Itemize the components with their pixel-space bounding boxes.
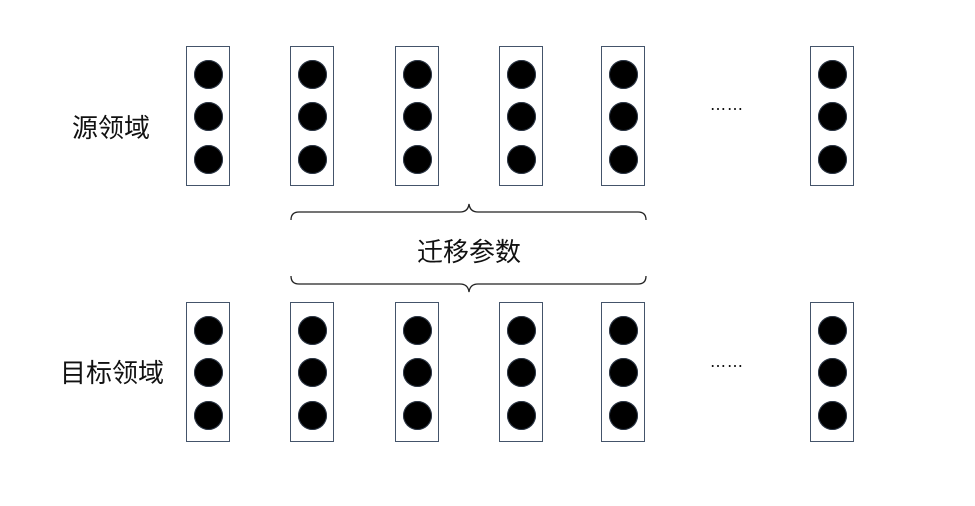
- source-domain-label: 源领域: [72, 114, 151, 144]
- neuron-dot: [507, 60, 536, 89]
- neuron-dot: [609, 358, 638, 387]
- neuron-dot: [818, 316, 847, 345]
- target-neuron-column: [395, 302, 439, 442]
- neuron-dot: [298, 60, 327, 89]
- neuron-dot: [403, 358, 432, 387]
- neuron-dot: [298, 145, 327, 174]
- top-curly-brace: [290, 203, 647, 221]
- neuron-dot: [818, 145, 847, 174]
- neuron-dot: [609, 60, 638, 89]
- source-neuron-column: [290, 46, 334, 186]
- neuron-dot: [609, 145, 638, 174]
- neuron-dot: [507, 102, 536, 131]
- neuron-dot: [609, 102, 638, 131]
- neuron-dot: [194, 316, 223, 345]
- neuron-dot: [609, 316, 638, 345]
- source-neuron-column: [601, 46, 645, 186]
- target-ellipsis: ……: [710, 352, 744, 371]
- source-neuron-column: [395, 46, 439, 186]
- target-neuron-column: [810, 302, 854, 442]
- neuron-dot: [298, 358, 327, 387]
- source-neuron-column: [499, 46, 543, 186]
- neuron-dot: [298, 102, 327, 131]
- neuron-dot: [194, 102, 223, 131]
- neuron-dot: [818, 358, 847, 387]
- bottom-curly-brace: [290, 275, 647, 293]
- neuron-dot: [507, 358, 536, 387]
- neuron-dot: [818, 401, 847, 430]
- target-neuron-column: [186, 302, 230, 442]
- neuron-dot: [507, 401, 536, 430]
- source-neuron-column: [810, 46, 854, 186]
- neuron-dot: [298, 316, 327, 345]
- neuron-dot: [609, 401, 638, 430]
- target-domain-label: 目标领域: [60, 359, 165, 389]
- target-neuron-column: [601, 302, 645, 442]
- neuron-dot: [403, 401, 432, 430]
- neuron-dot: [403, 145, 432, 174]
- target-neuron-column: [499, 302, 543, 442]
- neuron-dot: [194, 145, 223, 174]
- neuron-dot: [507, 316, 536, 345]
- neuron-dot: [403, 316, 432, 345]
- neuron-dot: [194, 401, 223, 430]
- neuron-dot: [403, 60, 432, 89]
- neuron-dot: [507, 145, 536, 174]
- neuron-dot: [194, 358, 223, 387]
- neuron-dot: [298, 401, 327, 430]
- transfer-parameters-label: 迁移参数: [417, 238, 522, 268]
- target-neuron-column: [290, 302, 334, 442]
- neuron-dot: [818, 102, 847, 131]
- source-ellipsis: ……: [710, 95, 744, 114]
- neuron-dot: [403, 102, 432, 131]
- neuron-dot: [194, 60, 223, 89]
- neuron-dot: [818, 60, 847, 89]
- source-neuron-column: [186, 46, 230, 186]
